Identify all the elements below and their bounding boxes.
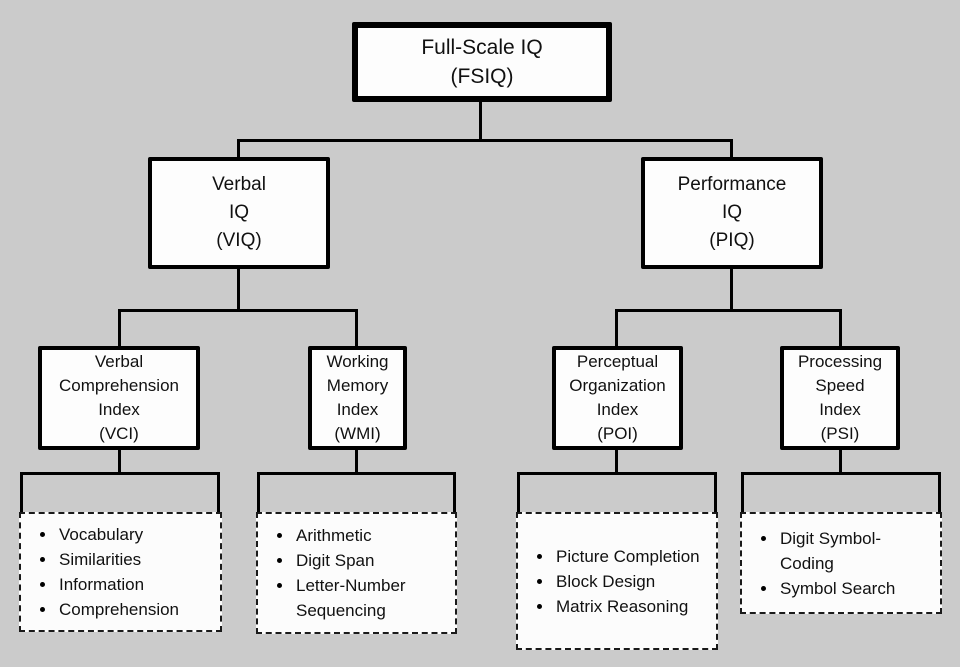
node-label-line: Speed	[815, 376, 865, 395]
subtest-item: Vocabulary	[57, 522, 212, 547]
connector-psi-drop	[839, 311, 842, 346]
node-label-line: Processing	[797, 352, 883, 371]
node-verbal-comprehension-index: Verbal Comprehension Index (VCI)	[38, 346, 200, 450]
bracket-vci-subtests	[20, 472, 220, 513]
connector-viq-drop	[237, 141, 240, 158]
bracket-psi-subtests	[741, 472, 941, 513]
subtest-list: Vocabulary Similarities Information Comp…	[21, 522, 220, 622]
subtest-item: Information	[57, 572, 212, 597]
node-label-line: IQ	[228, 202, 250, 223]
subtest-item: Similarities	[57, 547, 212, 572]
connector-piq-down	[730, 269, 733, 310]
connector-vci-drop	[118, 311, 121, 346]
connector-wmi-subtests	[355, 450, 358, 474]
node-abbr: (VCI)	[99, 424, 139, 443]
node-abbr: (VIQ)	[216, 230, 262, 251]
node-abbr: (PSI)	[820, 424, 860, 443]
subtest-list-psi: Digit Symbol-Coding Symbol Search	[740, 512, 942, 614]
node-label-line: IQ	[721, 202, 743, 223]
node-label-line: Verbal	[94, 352, 144, 371]
subtest-list-vci: Vocabulary Similarities Information Comp…	[19, 512, 222, 632]
node-label-line: Organization	[569, 376, 666, 395]
connector-piq-horizontal	[615, 309, 842, 312]
subtest-item: Picture Completion	[554, 544, 708, 569]
node-processing-speed-index: Processing Speed Index (PSI)	[780, 346, 900, 450]
connector-level1-horizontal	[237, 139, 733, 142]
subtest-item: Block Design	[554, 569, 708, 594]
node-label-line: Full-Scale IQ	[421, 36, 543, 59]
node-label-line: Index	[596, 400, 639, 419]
node-perceptual-organization-index: Perceptual Organization Index (POI)	[552, 346, 683, 450]
bracket-wmi-subtests	[257, 472, 456, 513]
node-abbr: (WMI)	[334, 424, 381, 443]
bracket-poi-subtests	[517, 472, 717, 513]
node-working-memory-index: Working Memory Index (WMI)	[308, 346, 407, 450]
node-label-line: Perceptual	[576, 352, 659, 371]
subtest-item: Matrix Reasoning	[554, 594, 708, 619]
node-label-line: Comprehension	[58, 376, 179, 395]
connector-poi-drop	[615, 311, 618, 346]
subtest-item: Arithmetic	[294, 523, 447, 548]
subtest-list: Arithmetic Digit Span Letter-Number Sequ…	[258, 523, 455, 623]
node-label-line: Index	[336, 400, 379, 419]
subtest-item: Symbol Search	[778, 576, 932, 601]
connector-vci-subtests	[118, 450, 121, 474]
connector-viq-horizontal	[118, 309, 358, 312]
subtest-list-wmi: Arithmetic Digit Span Letter-Number Sequ…	[256, 512, 457, 634]
subtest-list-poi: Picture Completion Block Design Matrix R…	[516, 512, 718, 650]
node-abbr: (PIQ)	[709, 230, 755, 251]
subtest-list: Digit Symbol-Coding Symbol Search	[742, 526, 940, 601]
node-label-line: Index	[819, 400, 861, 419]
node-label-line: Working	[326, 352, 389, 371]
connector-wmi-drop	[355, 311, 358, 346]
node-performance-iq: Performance IQ (PIQ)	[641, 157, 823, 269]
subtest-item: Comprehension	[57, 597, 212, 622]
subtest-item: Letter-Number Sequencing	[294, 573, 447, 623]
connector-poi-subtests	[615, 450, 618, 474]
node-abbr: (FSIQ)	[450, 65, 514, 88]
subtest-item: Digit Symbol-Coding	[778, 526, 932, 576]
node-abbr: (POI)	[597, 424, 638, 443]
node-label-line: Memory	[326, 376, 389, 395]
node-label-line: Performance	[677, 174, 787, 195]
node-full-scale-iq: Full-Scale IQ (FSIQ)	[352, 22, 612, 102]
connector-fsiq-down	[479, 102, 482, 140]
node-label-line: Verbal	[212, 174, 266, 195]
connector-piq-drop	[730, 141, 733, 158]
connector-psi-subtests	[839, 450, 842, 474]
node-verbal-iq: Verbal IQ (VIQ)	[148, 157, 330, 269]
subtest-item: Digit Span	[294, 548, 447, 573]
connector-viq-down	[237, 269, 240, 310]
node-label-line: Index	[98, 400, 140, 419]
subtest-list: Picture Completion Block Design Matrix R…	[518, 544, 716, 619]
